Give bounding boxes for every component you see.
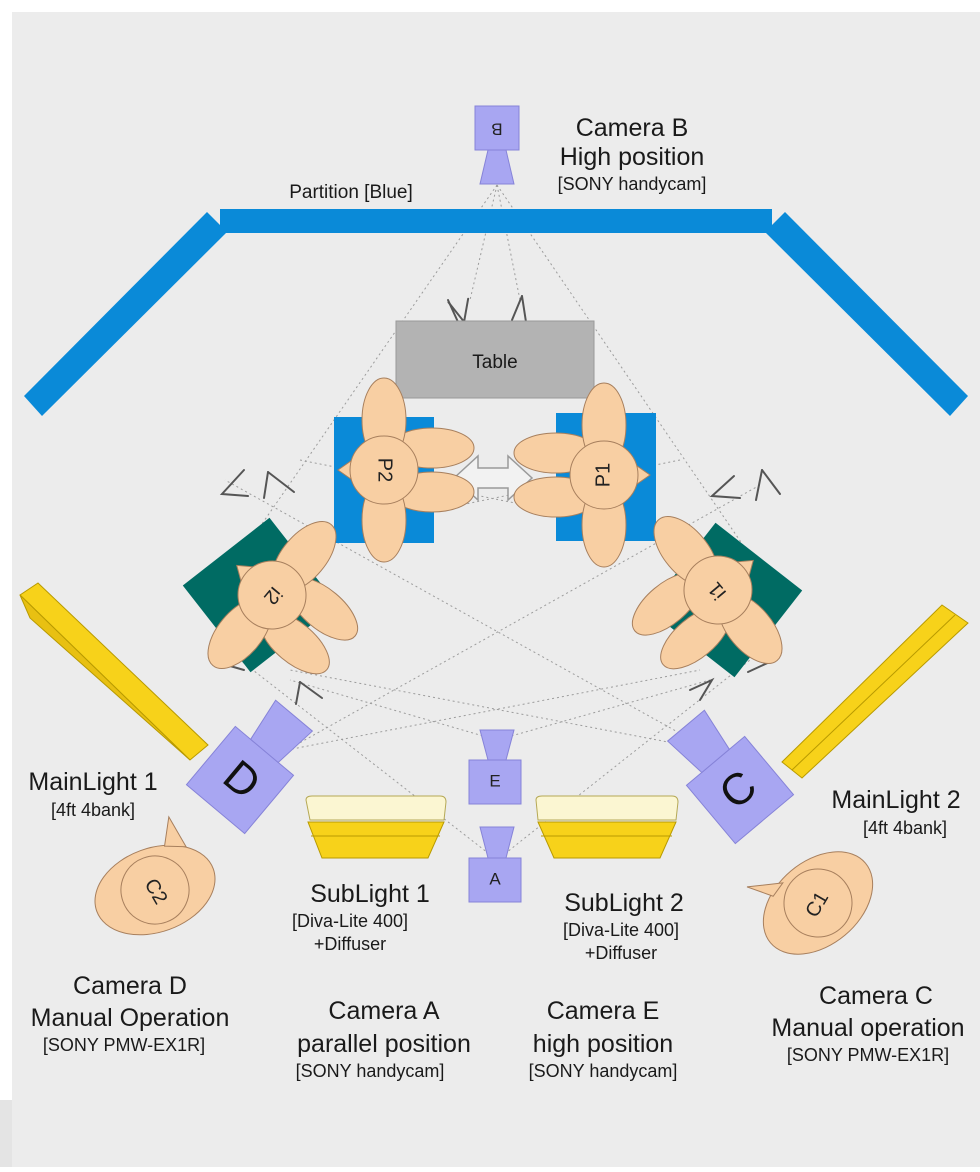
camera-a (468, 826, 522, 903)
sublight-1-spec: [Diva-Lite 400] (292, 911, 408, 931)
mainlight-1 (19, 582, 209, 761)
table (395, 320, 595, 399)
mainlight-1-title: MainLight 1 (28, 768, 157, 796)
camera-c-model: [SONY PMW-EX1R] (787, 1045, 949, 1065)
sublight-1-extra: +Diffuser (314, 934, 386, 954)
person-c1 (746, 851, 874, 955)
mainlight-2 (781, 604, 969, 779)
camera-a-title: Camera A (328, 997, 439, 1025)
sublight-2 (535, 795, 679, 859)
background-panel (12, 12, 980, 1167)
camera-b-title: Camera B (576, 114, 689, 142)
camera-b-letter: B (491, 120, 502, 139)
partition-top (220, 209, 772, 233)
table-label: Table (472, 352, 517, 373)
camera-d-model: [SONY PMW-EX1R] (43, 1035, 205, 1055)
camera-b-model: [SONY handycam] (558, 174, 707, 194)
sublight-2-extra: +Diffuser (585, 943, 657, 963)
camera-d (185, 699, 314, 835)
camera-e-subtitle: high position (533, 1030, 673, 1058)
mainlight-2-spec: [4ft 4bank] (863, 818, 947, 838)
sublight-1-title: SubLight 1 (310, 880, 430, 908)
partition-label: Partition [Blue] (289, 182, 413, 203)
camera-e (468, 729, 522, 805)
camera-e-model: [SONY handycam] (529, 1061, 678, 1081)
camera-b-subtitle: High position (560, 143, 705, 171)
camera-e-letter: E (489, 771, 500, 790)
person-c2 (94, 815, 216, 936)
camera-a-letter: A (489, 869, 501, 888)
person-p1-label: P1 (592, 463, 614, 487)
mainlight-2-title: MainLight 2 (831, 786, 960, 814)
left-edge-shadow (0, 1100, 12, 1167)
sublight-2-title: SubLight 2 (564, 889, 684, 917)
person-p2-label: P2 (374, 458, 396, 482)
sublight-1 (305, 795, 447, 859)
camera-e-title: Camera E (547, 997, 660, 1025)
partition-right (765, 212, 968, 416)
partition-left (24, 212, 227, 416)
camera-a-subtitle: parallel position (297, 1030, 471, 1058)
camera-d-subtitle: Manual Operation (31, 1004, 230, 1032)
camera-c-subtitle: Manual operation (771, 1014, 964, 1042)
camera-a-model: [SONY handycam] (296, 1061, 445, 1081)
camera-c (666, 709, 795, 845)
mainlight-1-spec: [4ft 4bank] (51, 800, 135, 820)
camera-b (474, 105, 520, 185)
camera-c-title: Camera C (819, 982, 933, 1010)
camera-d-title: Camera D (73, 972, 187, 1000)
partition (24, 209, 968, 416)
sublight-2-spec: [Diva-Lite 400] (563, 920, 679, 940)
